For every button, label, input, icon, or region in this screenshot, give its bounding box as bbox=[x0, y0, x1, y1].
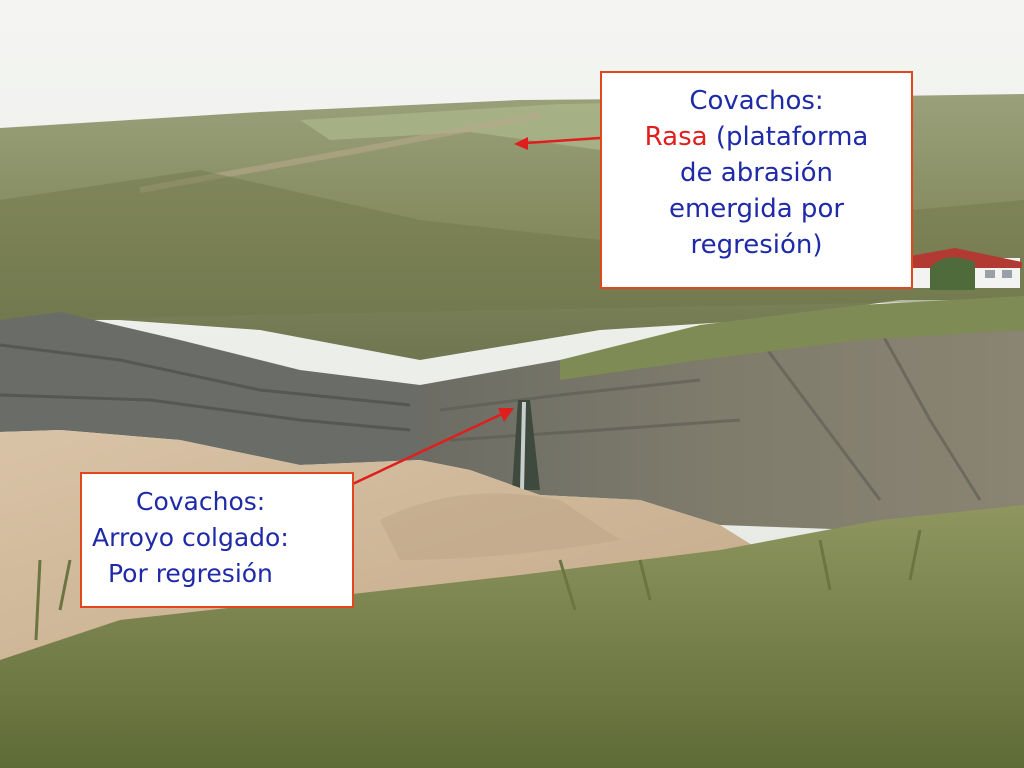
grass-blades bbox=[34, 529, 922, 641]
left-rock-ledges bbox=[0, 312, 420, 465]
cliff-top-grass bbox=[560, 296, 1024, 380]
arrow-to-rasa bbox=[514, 136, 601, 150]
callout-rasa-title: Covachos: bbox=[689, 86, 824, 116]
callout-rasa-line5: regresión) bbox=[690, 230, 823, 260]
callout-rasa-line2: Rasa (plataforma bbox=[602, 119, 911, 155]
callout-rasa-line3: de abrasión bbox=[680, 158, 833, 188]
rock-strata bbox=[0, 343, 411, 432]
callout-rasa-line4: emergida por bbox=[668, 194, 845, 224]
callout-arroyo: Covachos: Arroyo colgado: Por regresión bbox=[80, 472, 354, 608]
callout-rasa: Covachos: Rasa (plataforma de abrasión e… bbox=[600, 71, 913, 289]
wet-sand bbox=[380, 493, 620, 560]
foreground-grass bbox=[0, 505, 1024, 768]
callout-arroyo-line2: Arroyo colgado: bbox=[92, 523, 289, 552]
waterfall-stream bbox=[520, 401, 526, 491]
callout-rasa-highlight: Rasa bbox=[644, 122, 708, 152]
callout-rasa-line2-rest: (plataforma bbox=[707, 122, 869, 152]
callout-arroyo-line3: Por regresión bbox=[108, 559, 273, 588]
hill-track bbox=[139, 112, 541, 193]
house bbox=[888, 248, 1022, 290]
cliff-strata bbox=[439, 329, 982, 501]
cliff-face bbox=[420, 300, 1024, 530]
arrow-to-waterfall bbox=[343, 408, 514, 490]
hanging-waterfall bbox=[512, 400, 540, 490]
callout-arroyo-line1: Covachos: bbox=[136, 487, 266, 516]
